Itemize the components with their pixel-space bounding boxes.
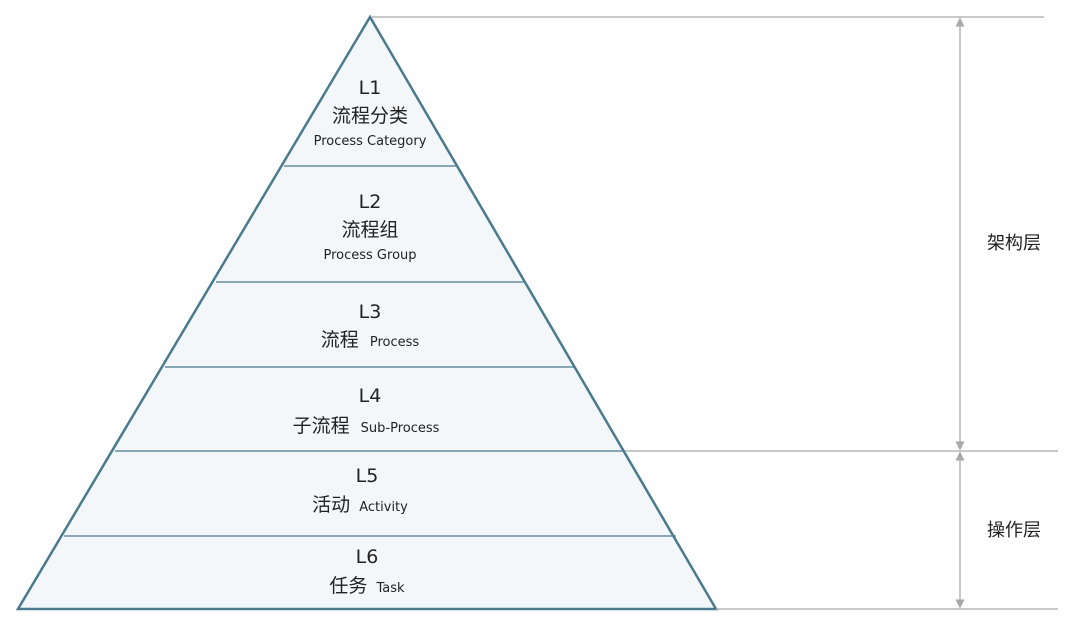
level-5-cn: 活动	[312, 494, 350, 516]
level-3-id: L3	[359, 301, 382, 323]
level-4-en: Sub-Process	[361, 421, 440, 436]
level-4-cn: 子流程	[293, 415, 350, 437]
level-1-en: Process Category	[314, 134, 427, 149]
level-2-en: Process Group	[323, 248, 416, 263]
level-6-line: 任务 Task	[329, 575, 405, 597]
operation-layer-label: 操作层	[987, 520, 1041, 541]
level-3-en: Process	[370, 335, 420, 350]
level-6-id: L6	[356, 546, 379, 568]
architecture-layer-label: 架构层	[987, 233, 1041, 254]
level-5-id: L5	[356, 465, 379, 487]
level-4-id: L4	[359, 385, 382, 407]
level-5-en: Activity	[359, 500, 408, 515]
level-1-id: L1	[359, 77, 382, 99]
level-2-id: L2	[359, 191, 382, 213]
level-6-cn: 任务	[329, 575, 367, 597]
level-3-line: 流程 Process	[321, 329, 420, 351]
level-5-line: 活动 Activity	[312, 494, 408, 516]
level-6-en: Task	[376, 581, 406, 596]
level-2-cn: 流程组	[341, 219, 398, 241]
pyramid-shape	[15, 14, 719, 611]
level-1-cn: 流程分类	[332, 105, 408, 127]
level-3-cn: 流程	[321, 329, 359, 351]
level-4-line: 子流程 Sub-Process	[293, 415, 440, 437]
